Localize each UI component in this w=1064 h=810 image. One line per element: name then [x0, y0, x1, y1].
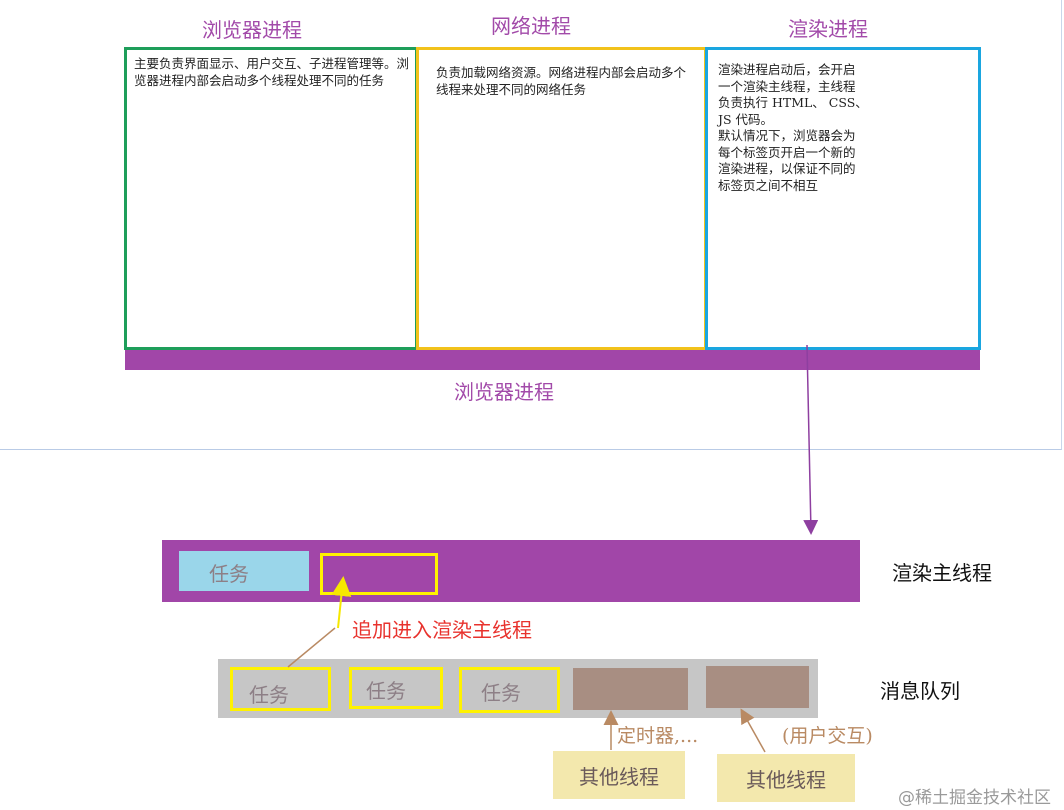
render-desc-line: 渲染进程启动后，会开启 — [718, 62, 856, 77]
current-task-block: 任务 — [179, 551, 309, 591]
render-desc-line: 一个渲染主线程，主线程 — [718, 78, 856, 94]
queue-task-2: 任务 — [349, 667, 443, 709]
render-process-title: 渲染进程 — [788, 17, 868, 41]
render-desc-line: 标签页之间不相互 — [718, 177, 819, 193]
browser-process-description: 主要负责界面显示、用户交互、子进程管理等。浏览器进程内部会启动多个线程处理不同的… — [134, 56, 410, 88]
message-queue-label: 消息队列 — [880, 679, 960, 703]
browser-process-bar-label: 浏览器进程 — [454, 380, 554, 404]
queue-task-3: 任务 — [459, 667, 560, 713]
timer-label: 定时器,... — [617, 725, 699, 747]
append-label: 追加进入渲染主线程 — [352, 618, 532, 642]
browser-process-bar — [125, 350, 980, 370]
watermark: @稀土掘金技术社区 — [898, 788, 1051, 808]
render-desc-line: 每个标签页开启一个新的 — [718, 144, 856, 160]
queue-task-label: 任务 — [366, 679, 406, 703]
network-process-description: 负责加载网络资源。网络进程内部会启动多个线程来处理不同的网络任务 — [436, 65, 687, 97]
other-thread-box-1: 其他线程 — [553, 751, 685, 799]
render-main-thread-label: 渲染主线程 — [892, 561, 992, 585]
appended-task-slot — [320, 553, 438, 595]
process-panel — [0, 0, 1062, 450]
render-process-description: 渲染进程启动后，会开启 一个渲染主线程，主线程 负责执行 HTML、 CSS、 … — [718, 62, 894, 194]
other-thread-label: 其他线程 — [746, 767, 826, 792]
queue-pending-block-1 — [573, 668, 688, 710]
user-interaction-label: (用户交互) — [782, 725, 873, 747]
browser-process-title: 浏览器进程 — [202, 18, 302, 42]
current-task-label: 任务 — [209, 562, 249, 586]
other-thread-box-2: 其他线程 — [717, 754, 855, 802]
other-thread-label: 其他线程 — [579, 764, 659, 789]
render-desc-line: 渲染进程，以保证不同的 — [718, 161, 856, 176]
queue-task-1: 任务 — [230, 667, 331, 711]
render-desc-line: 默认情况下，浏览器会为 — [718, 128, 856, 143]
queue-pending-block-2 — [706, 666, 809, 708]
queue-task-label: 任务 — [249, 683, 289, 707]
render-desc-line: 负责执行 HTML、 CSS、 — [718, 95, 868, 110]
browser-process-box: 主要负责界面显示、用户交互、子进程管理等。浏览器进程内部会启动多个线程处理不同的… — [124, 47, 418, 350]
render-process-box: 渲染进程启动后，会开启 一个渲染主线程，主线程 负责执行 HTML、 CSS、 … — [705, 47, 981, 350]
network-process-box: 负责加载网络资源。网络进程内部会启动多个线程来处理不同的网络任务 — [416, 47, 707, 350]
queue-task-label: 任务 — [481, 681, 521, 705]
render-desc-line: JS 代码。 — [718, 111, 774, 127]
network-process-title: 网络进程 — [491, 14, 571, 38]
